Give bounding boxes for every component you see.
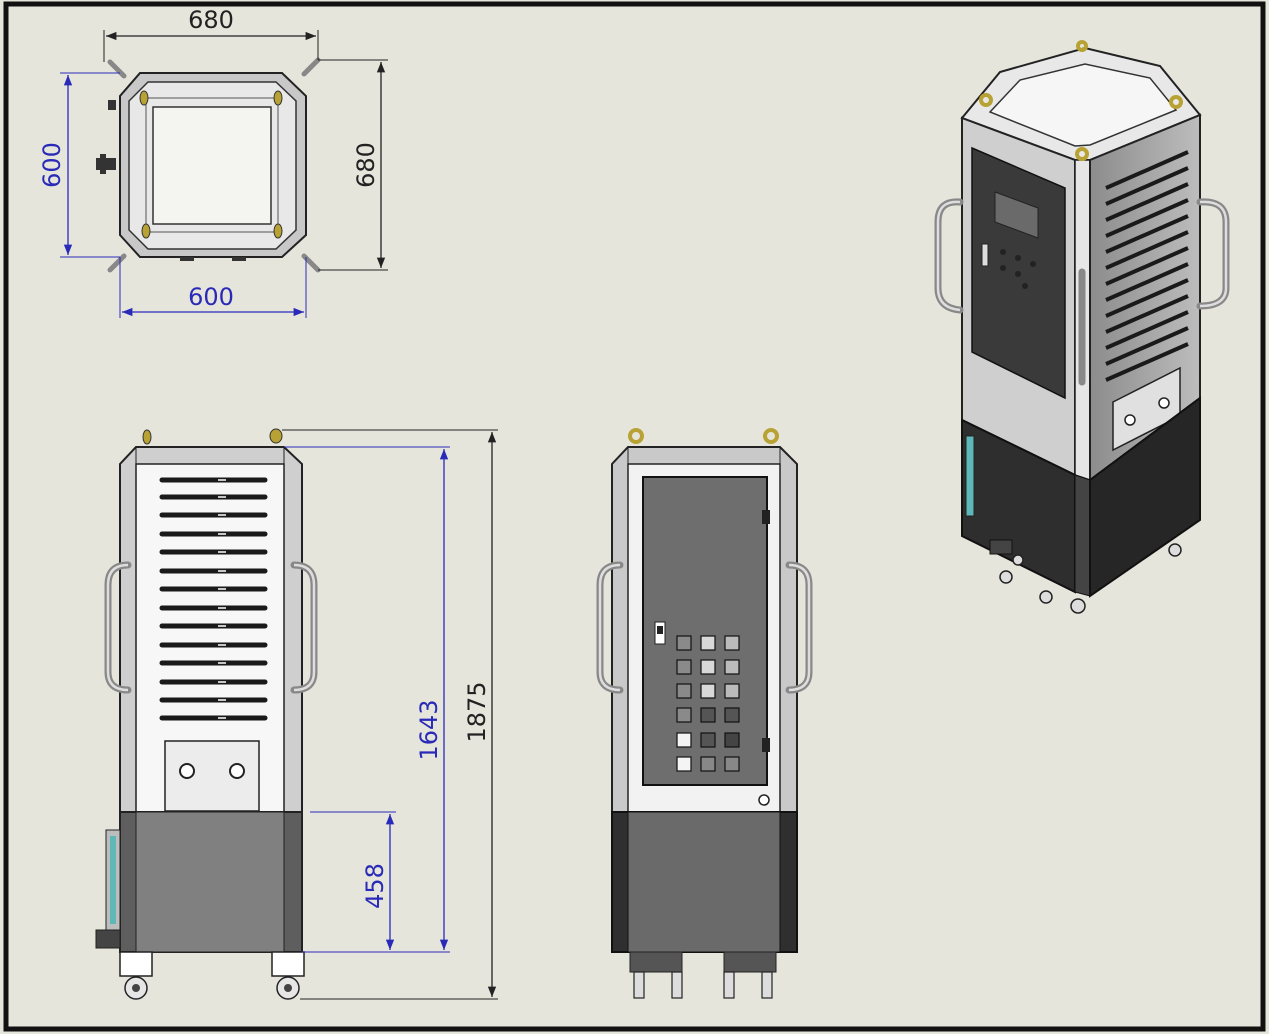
caster-icon	[119, 951, 305, 1000]
dim-label: 1643	[415, 699, 443, 760]
drawing-frame	[3, 1, 1266, 1032]
caster-icon	[629, 951, 777, 999]
top-view: 680 600 680 600	[38, 6, 388, 318]
dim-label: 600	[188, 283, 234, 311]
dim-top-depth-inner: 600	[38, 72, 120, 258]
dim-label: 1875	[463, 681, 491, 742]
caster-icon	[999, 543, 1182, 614]
eyebolt-icon	[139, 90, 283, 239]
dim-top-width-outer: 680	[103, 6, 319, 62]
control-button-grid	[676, 635, 740, 772]
dim-cabinet-height: 1643	[284, 446, 450, 953]
front-view	[596, 428, 813, 999]
dim-label: 600	[38, 142, 66, 188]
louvre-slots	[1105, 150, 1189, 382]
eyebolt-icon	[628, 428, 779, 444]
dim-base-height: 458	[310, 811, 396, 950]
dim-total-height: 1875	[282, 429, 498, 1000]
dim-top-width-inner: 600	[119, 257, 307, 318]
dim-label: 680	[188, 6, 234, 34]
louvre-slots	[159, 477, 268, 721]
eyebolt-icon	[142, 428, 283, 445]
dim-label: 680	[352, 142, 380, 188]
eyebolt-icon	[979, 40, 1183, 161]
dim-top-depth-outer: 680	[318, 59, 388, 271]
side-view: 1643 1875 458	[95, 428, 498, 1000]
dim-label: 458	[361, 863, 389, 909]
isometric-view	[934, 40, 1230, 614]
